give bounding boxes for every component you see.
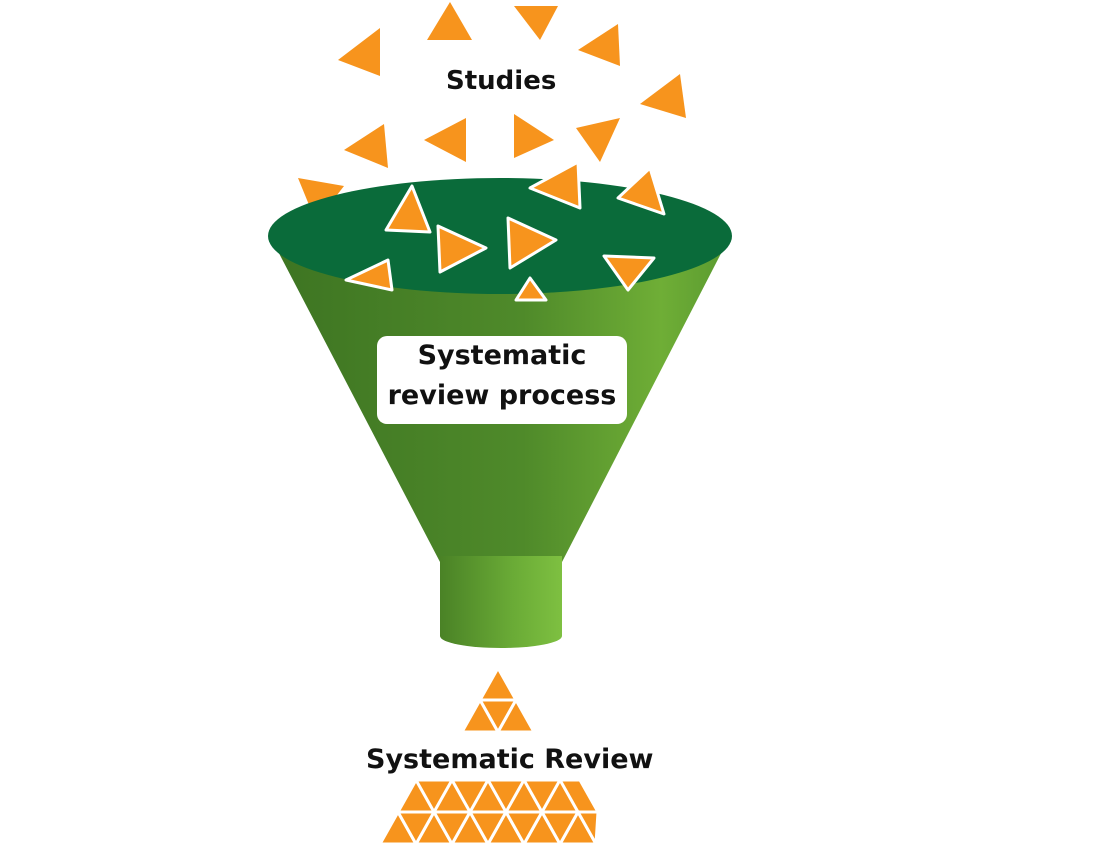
systematic-review-label: Systematic Review: [362, 744, 658, 775]
study-triangle: [384, 184, 432, 234]
study-triangle: [514, 6, 558, 40]
process-label-box: Systematic review process: [377, 336, 627, 424]
study-triangle: [616, 166, 666, 216]
study-triangle: [427, 2, 472, 40]
study-triangle: [506, 216, 558, 270]
study-triangle: [602, 254, 656, 292]
process-label-line2: review process: [387, 380, 617, 411]
study-triangle: [514, 114, 554, 158]
process-label-line1: Systematic: [417, 340, 587, 371]
studies-label: Studies: [446, 66, 557, 96]
study-triangle: [578, 24, 620, 66]
funnel-triangles: [344, 160, 666, 302]
study-triangle: [436, 224, 488, 274]
study-triangle: [576, 118, 620, 162]
study-triangle: [514, 276, 548, 302]
review-pyramid-base: [378, 778, 600, 846]
study-triangle: [528, 160, 582, 210]
funnel-spout: [440, 556, 562, 648]
study-triangle: [640, 74, 686, 118]
study-triangle: [424, 118, 466, 162]
study-triangle: [344, 124, 388, 168]
study-triangle: [344, 258, 394, 292]
review-pyramid-top: [460, 666, 536, 734]
study-triangle: [338, 28, 380, 76]
funnel-rim: [268, 178, 732, 294]
